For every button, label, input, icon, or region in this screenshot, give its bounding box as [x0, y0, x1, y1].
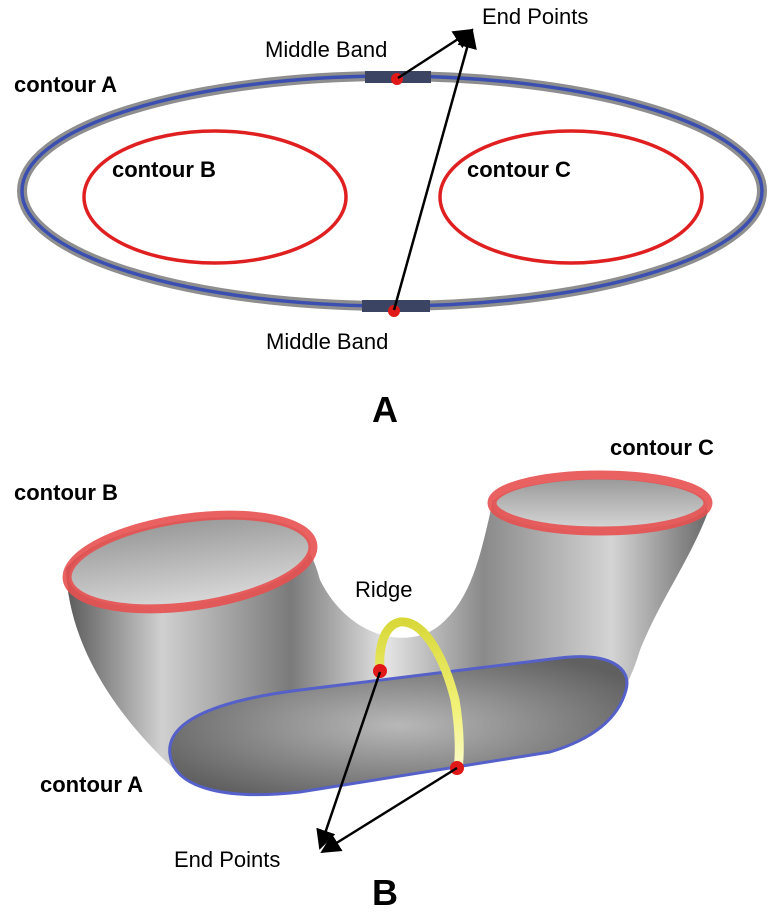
contour-c-ellipse	[438, 129, 704, 265]
contour-b-ellipse	[82, 129, 348, 265]
contour-a-opening	[168, 655, 629, 797]
contour-a-label-a: contour A	[14, 72, 117, 97]
contour-a-label-b: contour A	[40, 772, 143, 797]
ridge-label: Ridge	[355, 577, 412, 602]
panel-b-caption: B	[372, 872, 398, 913]
arrow-bottom-to-endpoints	[392, 28, 477, 311]
arrow-left-to-endpoints	[316, 671, 382, 850]
contour-b-rim	[62, 510, 318, 614]
arrow-right-to-endpoints	[320, 766, 458, 854]
end-point-bottom-a	[388, 305, 400, 317]
contour-c-label-b: contour C	[610, 435, 714, 460]
panel-b: contour C contour B Ridge contour A End …	[14, 435, 714, 913]
middle-band-bottom-label: Middle Band	[266, 329, 388, 354]
contour-b-opening-inner	[69, 517, 311, 607]
panel-a: End Points Middle Band Middle Band conto…	[14, 4, 767, 430]
middle-band-top-label: Middle Band	[265, 37, 387, 62]
ridge-band	[375, 617, 464, 773]
end-points-label-b: End Points	[174, 847, 280, 872]
contour-c-opening-inner	[493, 479, 707, 531]
end-point-left-b	[373, 664, 387, 678]
panel-a-caption: A	[372, 389, 398, 430]
contour-c-rim	[487, 470, 713, 536]
contour-a-blue-ring	[20, 74, 764, 308]
contour-c-label-a: contour C	[467, 157, 571, 182]
contour-b-label-a: contour B	[112, 157, 216, 182]
end-points-label-a: End Points	[482, 4, 588, 29]
contour-b-label-b: contour B	[14, 480, 118, 505]
